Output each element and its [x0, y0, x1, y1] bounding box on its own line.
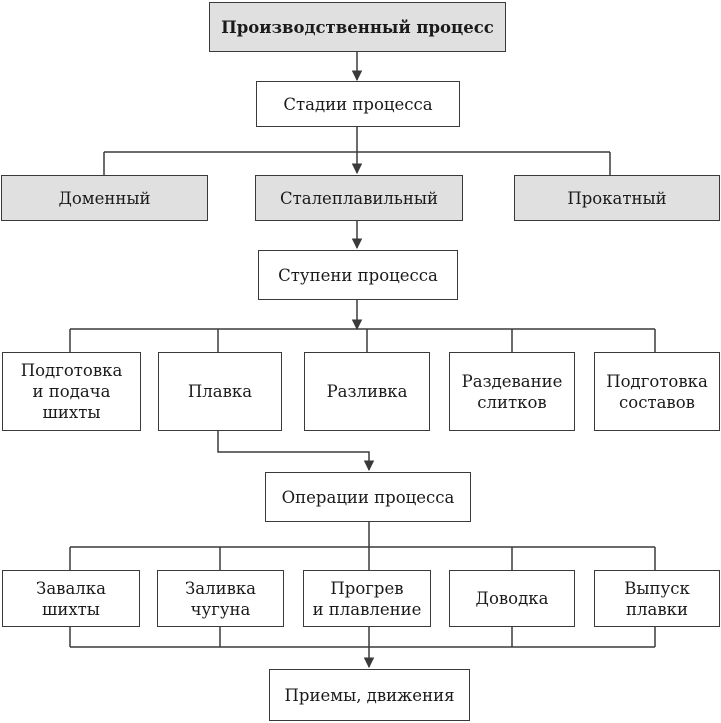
- node-op-heating-melting: Прогрев и плавление: [303, 570, 431, 627]
- node-op-finishing: Доводка: [449, 570, 575, 627]
- node-op-pig-iron-pouring: Заливка чугуна: [157, 570, 284, 627]
- node-step-charge-prep: Подготовка и подача шихты: [2, 352, 141, 431]
- node-stage-rolling: Прокатный: [514, 175, 720, 221]
- node-process-operations: Операции процесса: [265, 472, 471, 522]
- node-step-ingot-stripping: Раздевание слитков: [449, 352, 575, 431]
- node-techniques-movements: Приемы, движения: [269, 669, 470, 721]
- node-process-stages: Стадии процесса: [256, 81, 460, 127]
- node-step-casting: Разливка: [304, 352, 430, 431]
- node-process-steps: Ступени процесса: [258, 250, 458, 300]
- node-stage-steelmaking: Сталеплавильный: [255, 175, 463, 221]
- node-stage-blast-furnace: Доменный: [1, 175, 208, 221]
- node-op-tapping: Выпуск плавки: [594, 570, 720, 627]
- node-production-process: Производственный процесс: [209, 2, 506, 52]
- node-step-melting: Плавка: [158, 352, 282, 431]
- arrow-melting-to-operations: [217, 431, 375, 472]
- node-op-charging: Завалка шихты: [2, 570, 140, 627]
- node-step-train-prep: Подготовка составов: [594, 352, 720, 431]
